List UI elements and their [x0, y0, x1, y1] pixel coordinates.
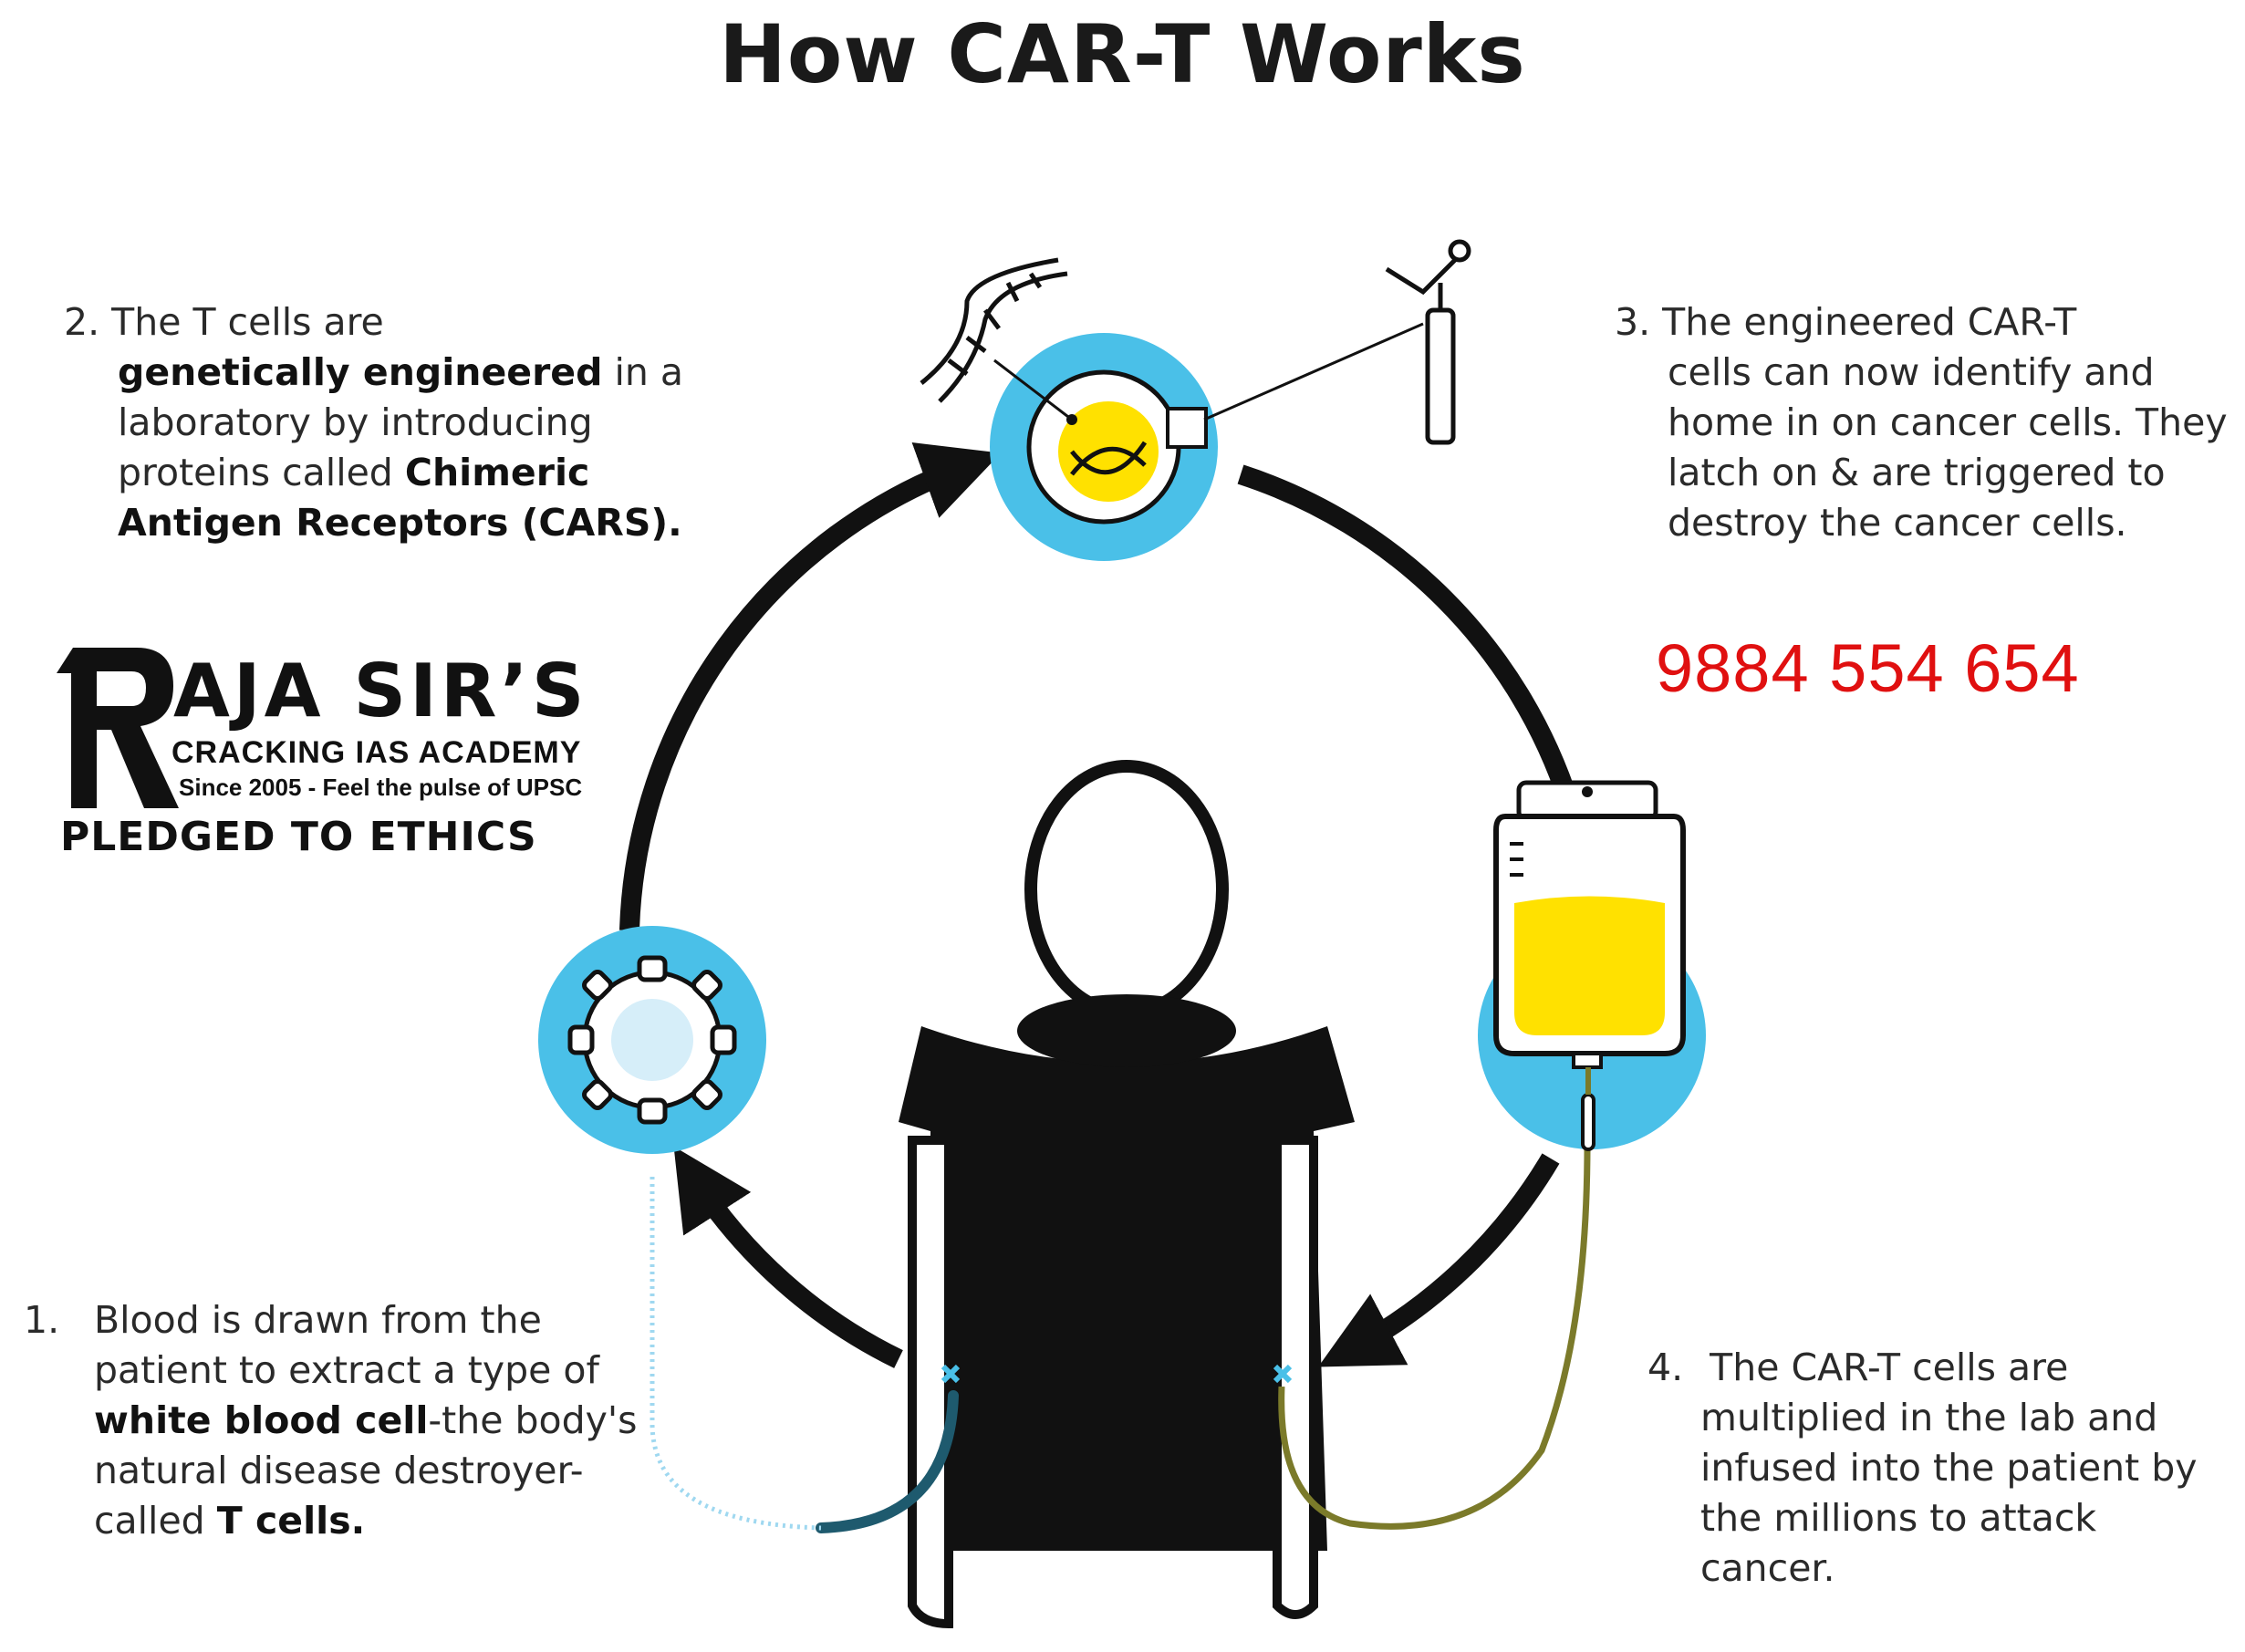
- logo-subtitle: CRACKING IAS ACADEMY: [171, 735, 582, 770]
- step-text: -the body's natural disease destroyer-ca…: [94, 1398, 638, 1543]
- step-bold: white blood cell: [94, 1398, 429, 1442]
- injection-mark-right: [1273, 1364, 1293, 1384]
- step-body: multiplied in the lab and infused into t…: [1700, 1396, 2198, 1590]
- arrow-left-up: [619, 442, 1002, 931]
- blood-draw-tube: [816, 1390, 959, 1533]
- step-body: cells can now identify and home in on ca…: [1668, 350, 2228, 545]
- engineered-cell-circle: [990, 322, 1424, 561]
- step-text: The CAR-T cells are: [1710, 1345, 2069, 1389]
- injection-mark-left: [941, 1364, 961, 1384]
- logo-r-mark: [57, 648, 179, 808]
- step-bold: genetically engineered: [118, 350, 603, 394]
- step-bold: Chimeric Antigen Receptors (CARS).: [118, 451, 682, 545]
- step-number: 2.: [64, 300, 100, 344]
- dna-icon: [920, 257, 1068, 403]
- gear-teeth: [567, 955, 737, 1125]
- step-3-text: 3. The engineered CAR-T cells can now id…: [1615, 297, 2244, 548]
- step-4-text: 4. The CAR-T cells are multiplied in the…: [1647, 1343, 2240, 1594]
- syringe-icon: [1385, 239, 1471, 445]
- step-number: 3.: [1615, 300, 1651, 344]
- cycle-arrow-icon: [619, 442, 1579, 1368]
- blood-draw-line: [650, 1177, 822, 1531]
- arrow-right-down: [1318, 1153, 1560, 1367]
- logo-tagline: Since 2005 - Feel the pulse of UPSC: [179, 774, 583, 801]
- step-text: The engineered CAR-T: [1662, 300, 2077, 344]
- step-bold: T cells.: [216, 1499, 366, 1543]
- step-1-text: 1. Blood is drawn from the patient to ex…: [24, 1295, 662, 1546]
- step-body: genetically engineered in a laboratory b…: [64, 348, 702, 548]
- logo-title: AJA SIR’S: [173, 649, 588, 733]
- step-number: 4.: [1647, 1345, 1684, 1389]
- step-2-text: 2. The T cells are genetically engineere…: [64, 297, 702, 548]
- arrow-left-down: [673, 1146, 903, 1368]
- dna-icon-small: [1070, 441, 1148, 476]
- patient-icon: [899, 760, 1355, 1629]
- step-number: 1.: [24, 1298, 60, 1342]
- arrow-top-right: [1237, 464, 1579, 806]
- page-title: How CAR-T Works: [719, 7, 1526, 101]
- academy-logo: AJA SIR’S CRACKING IAS ACADEMY Since 200…: [53, 637, 637, 874]
- step-text: in a laboratory by introducing proteins …: [118, 350, 684, 494]
- phone-number: 9884 554 654: [1656, 630, 2080, 706]
- logo-pledge: PLEDGED TO ETHICS: [60, 814, 537, 860]
- iv-bag-icon: [1478, 780, 1706, 1151]
- step-text: Blood is drawn from the patient to extra…: [94, 1298, 599, 1392]
- infusion-tube: [1278, 1144, 1591, 1530]
- step-text: The T cells are: [111, 300, 384, 344]
- step-body: Blood is drawn from the patient to extra…: [24, 1295, 662, 1546]
